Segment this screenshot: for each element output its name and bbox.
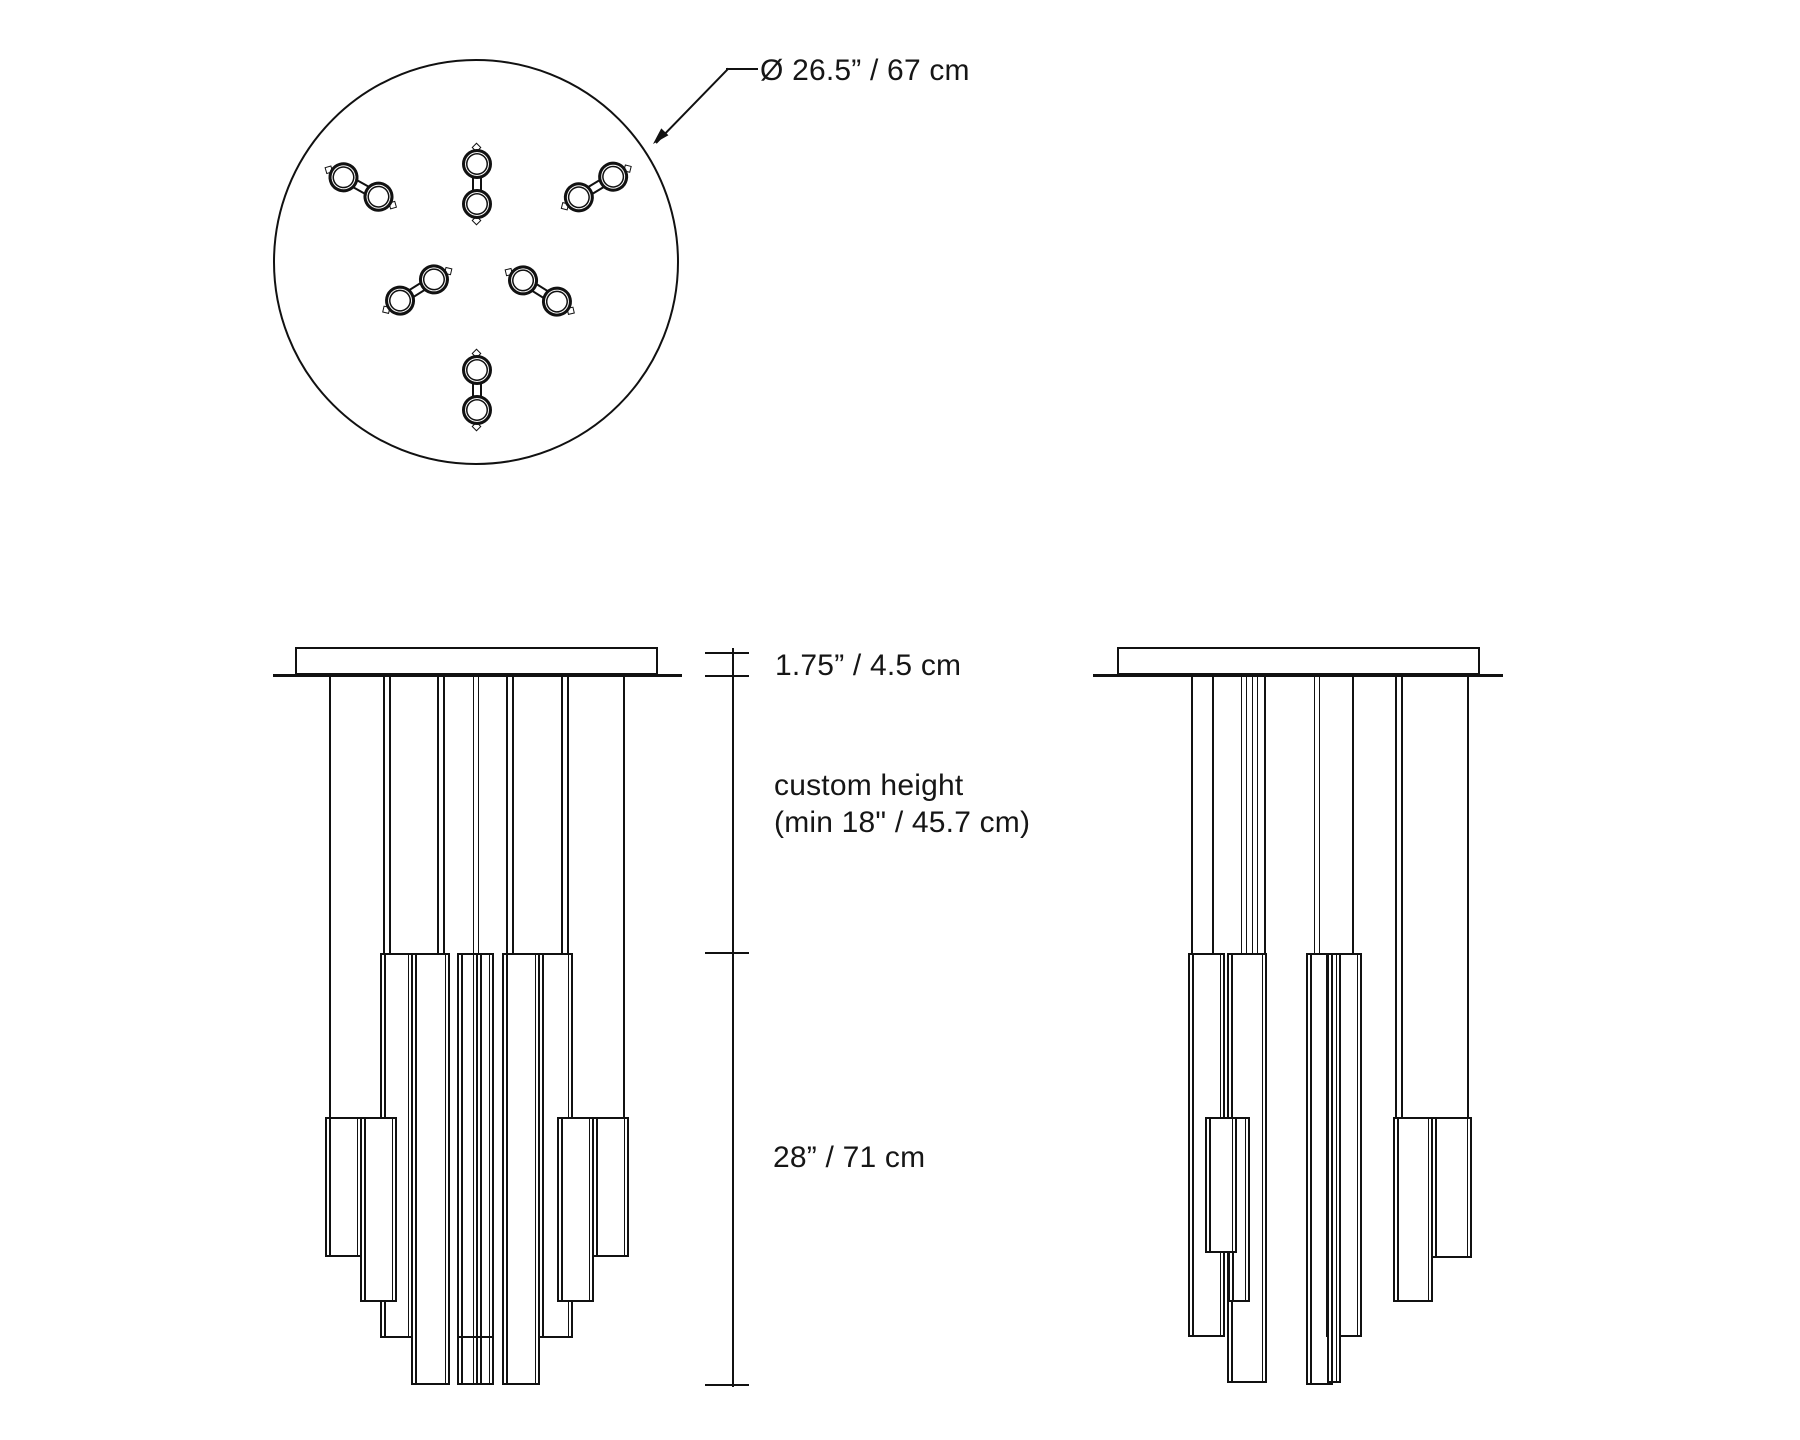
suspension-cord (437, 677, 445, 953)
light-tube (1431, 1117, 1472, 1258)
suspension-cord (1191, 677, 1193, 953)
pendant-ring (462, 189, 492, 219)
light-tube (1393, 1117, 1433, 1302)
light-tube (360, 1117, 397, 1302)
side-canopy (1117, 647, 1480, 675)
light-tube (1327, 953, 1341, 1383)
suspension-cord (1314, 677, 1320, 953)
dimension-tick (705, 1384, 749, 1386)
suspension-cord (1395, 677, 1403, 1117)
suspension-cord (329, 677, 331, 1117)
suspension-cord (1252, 677, 1258, 953)
pendant-ring (462, 355, 492, 385)
suspension-cord (1467, 677, 1469, 1117)
dimension-tick (705, 952, 749, 954)
pendant-ring (462, 395, 492, 425)
dimension-tick (705, 675, 749, 677)
suspension-cord (561, 677, 569, 953)
custom-height-line1: custom height (774, 769, 964, 802)
suspension-cord (383, 677, 391, 953)
custom-height-label: custom height (min 18" / 45.7 cm) (774, 767, 1030, 841)
pendant-ring (462, 149, 492, 179)
canopy-height-label: 1.75” / 4.5 cm (775, 649, 962, 682)
light-tube (476, 953, 494, 1385)
suspension-cord (506, 677, 514, 953)
light-tube (411, 953, 450, 1385)
light-tube (457, 953, 478, 1385)
light-tube (592, 1117, 629, 1257)
suspension-cord (1212, 677, 1214, 953)
pendant-length-label: 28” / 71 cm (773, 1141, 926, 1174)
suspension-cord (623, 677, 625, 1117)
suspension-cord (473, 677, 479, 953)
light-tube (502, 953, 540, 1385)
dimension-line (732, 648, 734, 1387)
suspension-cord (1352, 677, 1354, 953)
back-tube-bottom-edge (459, 1336, 492, 1338)
light-tube (557, 1117, 594, 1302)
side-canopy-baseline (1093, 674, 1503, 677)
pendant-pair-top-center (462, 142, 492, 226)
plan-diameter-label: Ø 26.5” / 67 cm (760, 54, 970, 87)
front-canopy (295, 647, 658, 675)
dimension-tick (705, 652, 749, 654)
pendant-pair-bottom-center (462, 348, 492, 432)
suspension-cord (1264, 677, 1266, 953)
custom-height-line2: (min 18" / 45.7 cm) (774, 806, 1031, 839)
light-tube (1205, 1117, 1237, 1253)
leader-line-horizontal (726, 68, 758, 70)
front-canopy-baseline (273, 674, 682, 677)
light-tube (325, 1117, 362, 1257)
suspension-cord (1241, 677, 1247, 953)
